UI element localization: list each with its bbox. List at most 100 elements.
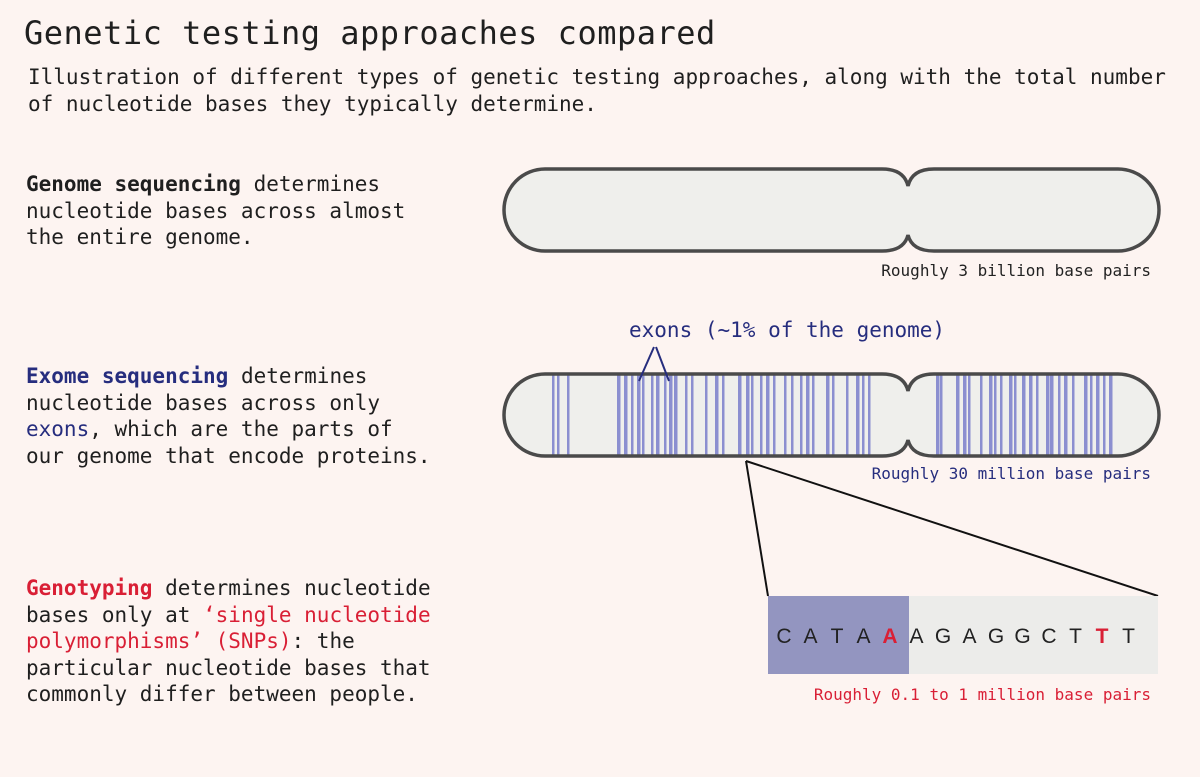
genome-term: Genome sequencing — [26, 172, 241, 196]
exon-band — [806, 374, 810, 456]
base-letter: A — [803, 625, 817, 648]
exon-band — [715, 374, 719, 456]
exon-band — [751, 374, 754, 456]
exome-line1-rest: determines — [228, 364, 368, 388]
exon-band — [936, 374, 940, 456]
exon-band — [617, 374, 621, 456]
base-letter: G — [1014, 625, 1030, 648]
exon-band — [1096, 374, 1100, 456]
exon-band — [832, 374, 835, 456]
snp-base: A — [882, 625, 897, 648]
callout-pointer-right — [655, 346, 670, 382]
exon-band — [956, 374, 960, 456]
genotyping-line2-start: bases only at — [26, 602, 204, 627]
exon-band — [760, 374, 763, 456]
exome-chromosome-fill — [504, 374, 1159, 456]
exon-band — [637, 374, 641, 456]
exons-callout: exons (~1% of the genome) — [629, 318, 945, 342]
exon-band — [651, 374, 654, 456]
exon-band — [738, 374, 742, 456]
exon-band — [846, 374, 849, 456]
exon-band — [722, 374, 725, 456]
genotyping-line4: particular nucleotide bases that — [26, 655, 431, 680]
exon-band — [980, 374, 983, 456]
exon-band — [1064, 374, 1068, 456]
genotyping-line3-rest: : the — [291, 629, 355, 653]
snp-term-part2: polymorphisms’ (SNPs) — [26, 629, 292, 653]
exon-band — [664, 374, 667, 456]
exon-band — [1084, 374, 1088, 456]
base-letter: G — [988, 625, 1004, 648]
exome-line3-rest: , which are the parts of — [89, 417, 393, 441]
base-letter: G — [935, 625, 951, 648]
exons-term: exons — [26, 417, 90, 441]
exon-band — [691, 374, 694, 456]
genome-description: Genome sequencing determines nucleotide … — [26, 171, 486, 251]
sequence-highlight — [768, 596, 909, 674]
exon-band — [1058, 374, 1061, 456]
exon-band — [1090, 374, 1093, 456]
genome-line1-rest: determines — [240, 172, 381, 196]
exon-band — [685, 374, 688, 456]
exon-band — [1029, 374, 1033, 456]
zoom-line-left — [745, 460, 769, 597]
exon-band — [766, 374, 770, 456]
exon-band — [773, 374, 776, 456]
exon-band — [1022, 374, 1026, 456]
exon-bands — [552, 374, 1113, 456]
exon-band — [1109, 374, 1113, 456]
page-title: Genetic testing approaches compared — [24, 14, 716, 52]
exon-band — [674, 374, 678, 456]
genome-caption: Roughly 3 billion base pairs — [881, 261, 1151, 280]
exome-caption: Roughly 30 million base pairs — [872, 464, 1151, 483]
exon-band — [856, 374, 860, 456]
exon-band — [791, 374, 794, 456]
exome-description: Exome sequencing determines nucleotide b… — [26, 363, 486, 469]
exon-band — [624, 374, 628, 456]
base-letter: T — [1069, 625, 1082, 648]
exon-band — [1009, 374, 1013, 456]
exon-band — [1036, 374, 1039, 456]
base-letter: C — [1041, 625, 1056, 648]
exome-line4: our genome that encode proteins. — [26, 443, 431, 468]
genotyping-term: Genotyping — [26, 576, 153, 600]
exon-band — [567, 374, 570, 456]
exome-term: Exome sequencing — [26, 364, 229, 388]
genotyping-line1-rest: determines nucleotide — [152, 576, 431, 600]
exon-band — [557, 374, 560, 456]
exon-band — [989, 374, 993, 456]
exon-band — [552, 374, 555, 456]
base-letter: A — [856, 625, 870, 648]
genotyping-line5: commonly differ between people. — [26, 682, 418, 706]
exon-band — [642, 374, 645, 456]
exon-band — [1103, 374, 1106, 456]
page-subtitle: Illustration of different types of genet… — [28, 65, 1166, 116]
exon-band — [669, 374, 673, 456]
exon-band — [746, 374, 750, 456]
genotyping-description: Genotyping determines nucleotide bases o… — [26, 575, 486, 708]
base-letter: A — [909, 625, 923, 648]
exon-band — [994, 374, 997, 456]
exon-band — [1000, 374, 1003, 456]
base-letter: T — [1122, 625, 1135, 648]
exon-band — [631, 374, 634, 456]
base-letter: C — [776, 625, 791, 648]
exon-band — [705, 374, 708, 456]
exon-band — [968, 374, 971, 456]
snp-term-part1: ‘single nucleotide — [203, 602, 431, 627]
snp-base: T — [1096, 625, 1109, 648]
exon-band — [963, 374, 967, 456]
exome-chromosome — [502, 372, 1161, 458]
genotyping-caption: Roughly 0.1 to 1 million base pairs — [814, 685, 1151, 704]
exon-band — [656, 374, 660, 456]
exon-band — [784, 374, 787, 456]
zoom-line-right — [745, 460, 1159, 597]
base-letter: A — [962, 625, 976, 648]
exon-band — [812, 374, 815, 456]
genome-line3: the entire genome. — [26, 225, 254, 249]
exon-band — [862, 374, 865, 456]
exon-band — [800, 374, 803, 456]
genome-line2: nucleotide bases across almost — [26, 198, 406, 223]
exon-band — [940, 374, 943, 456]
